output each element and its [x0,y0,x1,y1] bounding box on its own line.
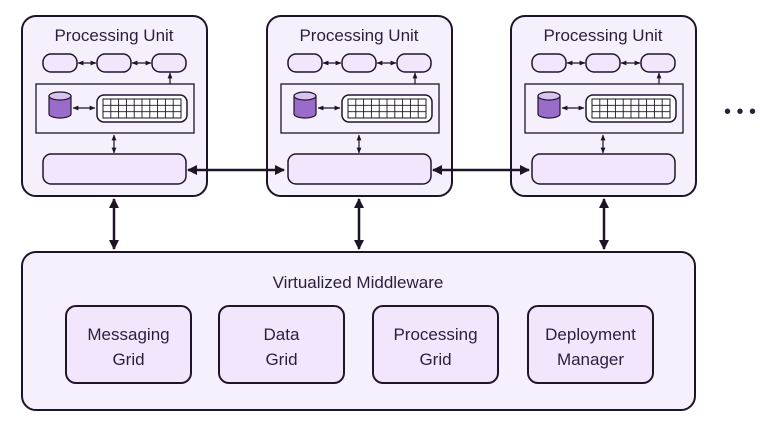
database-icon [48,91,72,119]
service-pill [585,53,621,73]
service-pill [341,53,377,73]
component-label-line1: Deployment [545,325,636,344]
unit-bus [287,153,432,185]
unit-bus [42,153,187,185]
service-pill [287,53,323,73]
data-grid-table-icon [585,94,677,123]
data-grid-table-icon [96,94,188,123]
service-pill [42,53,78,73]
component-label-line2: Grid [265,350,297,369]
service-pill [531,53,567,73]
service-pill [640,53,676,73]
processing-unit-title: Processing Unit [543,26,662,45]
service-pill [96,53,132,73]
middleware-title: Virtualized Middleware [273,273,444,292]
unit-bus [531,153,676,185]
data-grid-table-icon [341,94,433,123]
component-label-line1: Data [264,325,300,344]
ellipsis-more-units: • • • [724,101,756,123]
component-label-line2: Manager [557,350,624,369]
database-icon [293,91,317,119]
service-pill [396,53,432,73]
database-icon [537,91,561,119]
processing-unit-3: Processing Unit [510,15,697,197]
service-pill [151,53,187,73]
component-label-line2: Grid [419,350,451,369]
processing-unit-title: Processing Unit [299,26,418,45]
processing-unit-title: Processing Unit [54,26,173,45]
processing-unit-2: Processing Unit [266,15,453,197]
component-label-line2: Grid [112,350,144,369]
processing-unit-1: Processing Unit [21,15,208,197]
component-label-line1: Processing [393,325,477,344]
component-label-line1: Messaging [87,325,169,344]
virtualized-middleware: Virtualized Middleware MessagingGridData… [21,251,696,411]
